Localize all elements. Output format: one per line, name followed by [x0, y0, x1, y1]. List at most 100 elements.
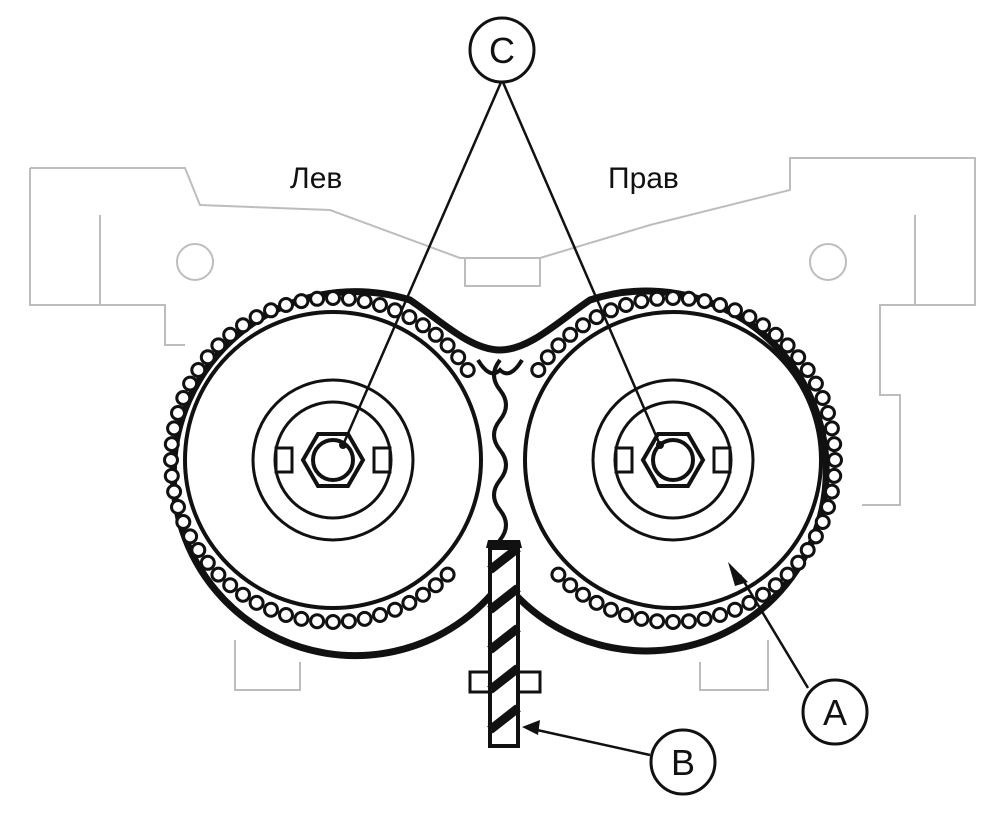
belt-tooth — [263, 302, 279, 319]
belt-center-teeth — [492, 358, 508, 572]
belt-tooth — [649, 613, 666, 630]
belt-tooth — [575, 317, 591, 334]
belt-tooth — [826, 467, 843, 484]
callout-b-label: B — [671, 742, 695, 783]
belt-tooth — [293, 293, 310, 310]
belt-tooth — [696, 293, 713, 310]
belt-tooth — [199, 349, 216, 366]
belt-tooth — [820, 499, 836, 515]
belt-tooth — [372, 297, 388, 313]
belt-tooth — [814, 390, 831, 406]
belt-tooth — [767, 577, 784, 594]
belt-tooth — [309, 290, 326, 307]
belt-tooth — [618, 297, 634, 313]
belt-tooth — [235, 317, 251, 334]
belt-tooth — [588, 594, 605, 611]
belt-tooth — [340, 290, 357, 307]
belt-tooth — [550, 337, 567, 354]
belt-tooth — [539, 349, 556, 366]
belt-tooth — [459, 362, 476, 378]
belt-tooth — [530, 362, 547, 378]
belt-tooth — [175, 390, 192, 406]
belt-tooth — [170, 499, 186, 515]
belt-teeth-right — [530, 290, 843, 630]
belt-tooth — [439, 566, 456, 583]
belt-tooth — [166, 483, 183, 500]
belt-tooth — [222, 577, 239, 594]
belt-tooth — [827, 452, 843, 468]
belt-tooth — [799, 362, 816, 378]
arrowhead-a — [728, 562, 748, 586]
callout-a-label: A — [823, 692, 847, 733]
belt-tooth — [190, 542, 207, 558]
belt-tooth — [588, 309, 605, 326]
belt-tooth — [163, 436, 180, 453]
belt-tooth — [790, 554, 807, 571]
belt-tooth — [727, 302, 743, 319]
belt-tooth — [235, 586, 251, 603]
belt-tooth — [562, 326, 579, 343]
belt-tooth — [712, 607, 728, 623]
belt-center-teeth-inner — [476, 358, 524, 376]
belt-tooth — [807, 528, 824, 545]
belt-tooth — [356, 610, 373, 627]
belt-tooth — [450, 349, 467, 366]
belt-tooth — [755, 317, 771, 334]
belt-tooth — [401, 594, 418, 611]
belt-tooth — [603, 601, 619, 618]
belt-tooth — [356, 293, 373, 310]
belt-tooth — [826, 436, 843, 453]
belt-tooth — [175, 514, 192, 530]
belt-tooth — [263, 601, 279, 618]
belt-tooth — [163, 452, 179, 468]
belt-tooth — [427, 326, 444, 343]
belt-tooth — [248, 309, 265, 326]
right-camshaft-sprocket — [523, 310, 823, 610]
belt-tooth — [618, 607, 634, 623]
belt-tooth — [248, 594, 265, 611]
belt-tooth — [633, 293, 650, 310]
right-label: Прав — [608, 162, 679, 195]
belt-tooth — [325, 614, 341, 630]
belt-tooth — [278, 607, 294, 623]
belt-tooth — [741, 309, 758, 326]
belt-tooth — [182, 375, 199, 392]
belt-tooth — [767, 326, 784, 343]
timing-belt — [163, 287, 843, 660]
belt-tooth — [779, 566, 796, 583]
belt-tooth — [603, 302, 619, 319]
belt-tooth — [415, 586, 431, 603]
belt-tooth — [190, 362, 207, 378]
belt-tooth — [372, 607, 388, 623]
belt-tooth — [550, 566, 567, 583]
engine-head-outline — [29, 157, 976, 691]
belt-tooth — [680, 290, 697, 307]
pointer-dot-left — [339, 441, 347, 449]
belt-tooth — [182, 528, 199, 545]
belt-tooth — [439, 337, 456, 354]
belt-tooth — [387, 601, 403, 618]
belt-tooth — [649, 290, 666, 307]
belt-tooth — [427, 577, 444, 594]
belt-teeth-left — [163, 290, 476, 630]
belt-tooth — [401, 309, 418, 326]
belt-tooth — [665, 614, 681, 630]
belt-tooth — [799, 542, 816, 558]
arrowhead-b — [522, 720, 540, 735]
belt-tooth — [665, 290, 681, 306]
left-camshaft-sprocket — [183, 310, 483, 610]
belt-tooth — [779, 337, 796, 354]
holding-tool — [468, 540, 542, 748]
belt-tooth — [562, 577, 579, 594]
belt-tooth — [170, 405, 186, 421]
leader-lines — [341, 79, 810, 757]
belt-tooth — [633, 610, 650, 627]
belt-tooth — [199, 554, 216, 571]
belt-tooth — [712, 297, 728, 313]
belt-tooth — [210, 566, 227, 583]
belt-tooth — [309, 613, 326, 630]
belt-tooth — [727, 601, 743, 618]
belt-tooth — [166, 420, 183, 437]
belt-tooth — [278, 297, 294, 313]
